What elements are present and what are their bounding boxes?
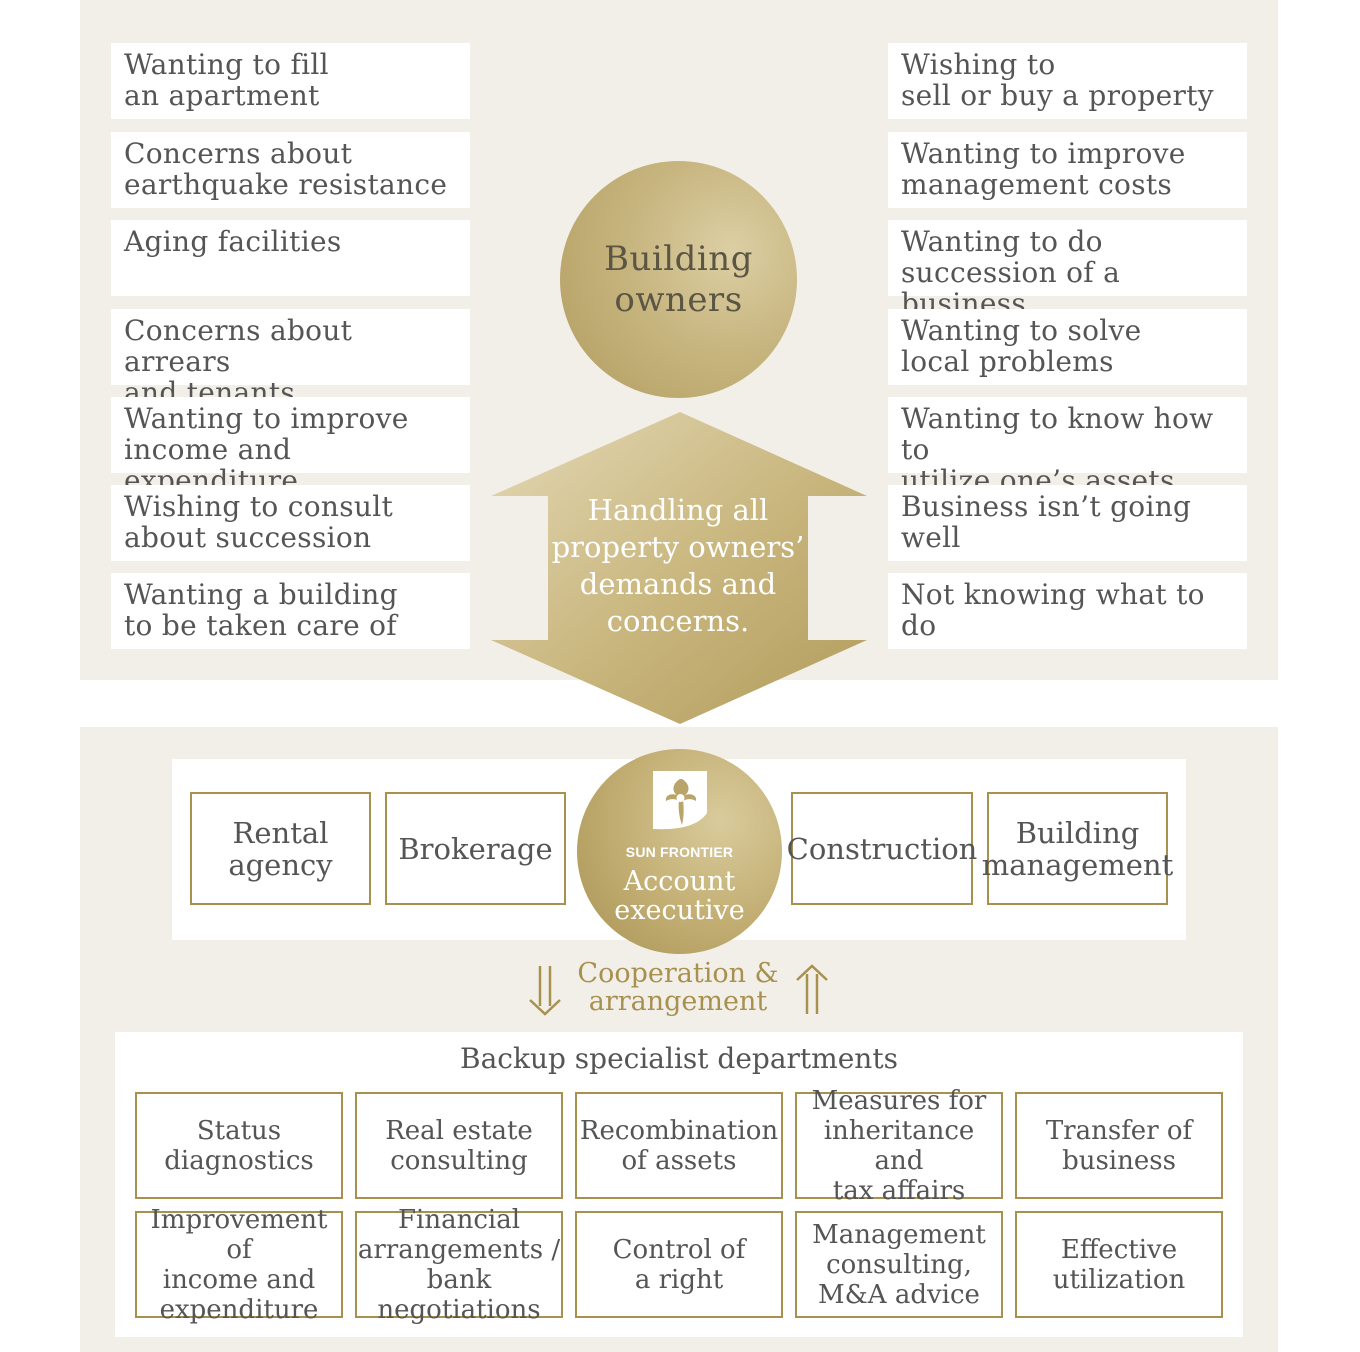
cooperation-label: Cooperation & arrangement [577,958,779,1017]
concern-box: Not knowing what to do [888,573,1247,649]
service-brokerage: Brokerage [385,792,566,905]
concern-box: Wanting to do succession of a business [888,220,1247,319]
handling-demands-text: Handling all property owners’ demands an… [551,493,805,638]
department-box: Financial arrangements / bank negotiatio… [355,1205,563,1325]
concern-box: Wishing to consult about succession [111,485,470,561]
department-box: Management consulting, M&A advice [795,1211,1003,1318]
department-box: Real estate consulting [355,1092,563,1199]
building-owners-label: Building owners [604,238,753,320]
department-box: Effective utilization [1015,1211,1223,1318]
department-box: Improvement of income and expenditure [135,1205,343,1325]
service-building-management: Building management [982,792,1173,905]
concern-box: Wishing to sell or buy a property [888,43,1247,119]
department-box: Control of a right [575,1211,783,1318]
service-construction: Construction [787,792,977,905]
double-down-arrow-icon [529,966,561,1016]
concern-box: Wanting to solve local problems [888,309,1247,385]
concern-box: Concerns about arrears and tenants [111,309,470,408]
concern-box: Wanting to improve income and expenditur… [111,397,470,496]
concern-box: Wanting to know how to utilize one’s ass… [888,397,1247,496]
department-box: Transfer of business [1015,1092,1223,1199]
concern-box: Aging facilities [111,220,470,296]
sun-frontier-logo-icon [653,771,707,830]
concern-box: Concerns about earthquake resistance [111,132,470,208]
concern-box: Wanting to fill an apartment [111,43,470,119]
concern-box: Wanting to improve management costs [888,132,1247,208]
double-arrow-shape [491,412,867,724]
service-rental-agency: Rental agency [190,792,371,905]
concern-box: Wanting a building to be taken care of [111,573,470,649]
concern-box: Business isn’t going well [888,485,1247,561]
backup-departments-title: Backup specialist departments [460,1042,898,1075]
account-executive-label: Account executive [614,866,745,926]
brand-name: SUN FRONTIER [625,844,734,860]
department-box: Status diagnostics [135,1092,343,1199]
department-box: Measures for inheritance and tax affairs [795,1086,1003,1206]
account-executive-circle: SUN FRONTIER Account executive [577,749,782,954]
double-up-arrow-icon [796,964,828,1014]
department-box: Recombination of assets [575,1092,783,1199]
building-owners-circle: Building owners [560,161,797,398]
